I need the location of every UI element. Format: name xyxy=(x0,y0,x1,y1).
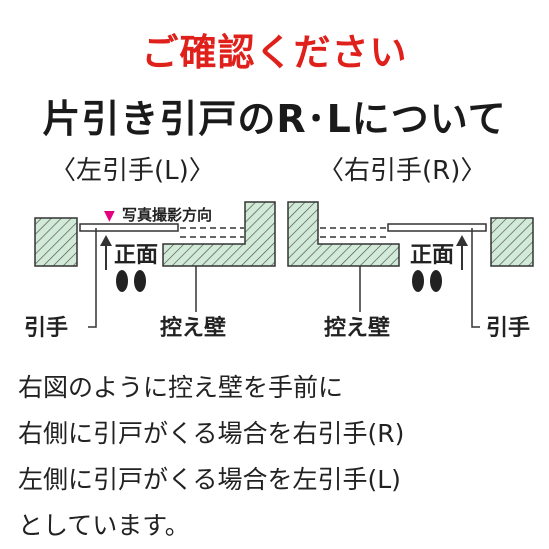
direction-marker: ▼ xyxy=(104,208,115,224)
left-side-wall xyxy=(34,217,78,267)
left-pull-label: 引手 xyxy=(24,316,68,341)
left-wall-label: 控え壁 xyxy=(160,315,226,341)
left-front-label: 正面 xyxy=(114,243,158,268)
description-line: 右側に引戸がくる場合を右引手(R) xyxy=(18,419,405,448)
description-line: 右図のように控え壁を手前に xyxy=(18,373,344,402)
left-pull-title: 〈左引手(L)〉 xyxy=(50,156,215,186)
right-pull-title: 〈右引手(R)〉 xyxy=(318,156,487,186)
footprint-icon xyxy=(430,270,442,292)
right-wall-label: 控え壁 xyxy=(324,315,390,341)
footprint-icon xyxy=(116,270,128,292)
left-pull-leader xyxy=(88,228,97,328)
right-front-label: 正面 xyxy=(410,243,454,268)
right-side-wall xyxy=(490,217,534,267)
right-pull-label: 引手 xyxy=(486,316,530,341)
right-pull-leader xyxy=(471,228,480,328)
description-line: 左側に引戸がくる場合を左引手(L) xyxy=(18,465,401,494)
direction-label: 写真撮影方向 xyxy=(122,206,212,224)
right-back-wall xyxy=(287,201,400,267)
left-diagram: ▼ 写真撮影方向 正面 引手 控え壁 xyxy=(24,201,276,341)
notice-title: ご確認ください xyxy=(141,31,408,74)
right-diagram: 正面 引手 控え壁 xyxy=(287,201,534,341)
left-back-wall xyxy=(162,201,276,267)
right-sliding-door xyxy=(387,223,487,232)
description-line: としています。 xyxy=(18,511,190,540)
footprint-icon xyxy=(412,270,424,292)
door-diagram: ▼ 写真撮影方向 正面 引手 控え壁 正面 引手 控え壁 xyxy=(24,201,534,341)
left-arrow-head xyxy=(100,235,112,246)
left-sliding-door xyxy=(79,223,179,232)
footprint-icon xyxy=(134,270,146,292)
page-heading: 片引き引戸のR･Lについて xyxy=(42,97,507,141)
right-arrow-head xyxy=(456,235,468,246)
